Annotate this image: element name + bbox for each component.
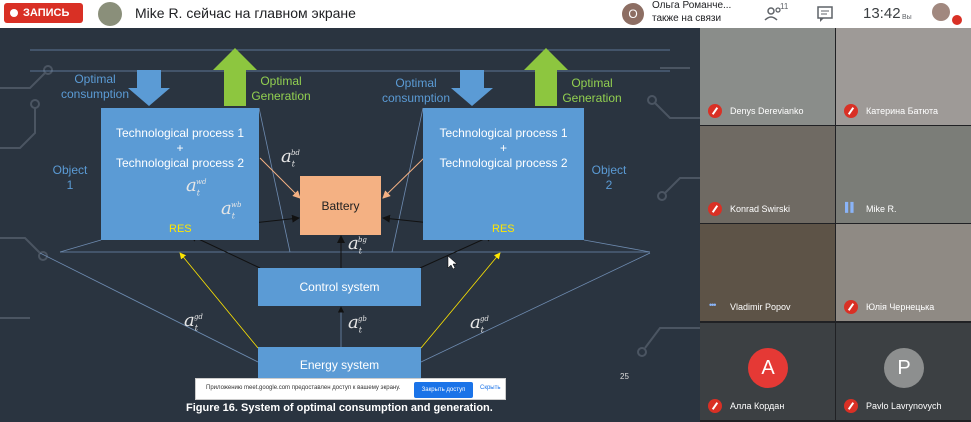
participants-grid: Denys Derevianko Катерина Батюта Konrad … <box>700 28 971 422</box>
figure-caption: Figure 16. System of optimal consumption… <box>186 402 493 414</box>
muted-icon <box>708 399 722 413</box>
coef-wd: atwd <box>186 175 207 198</box>
participant-tile[interactable]: Катерина Батюта <box>836 28 971 125</box>
energy-system-box: Energy system <box>258 347 421 383</box>
battery-box: Battery <box>300 176 381 235</box>
tech-process-1-label: Technological process 1 <box>439 126 568 140</box>
participant-name: Vladimir Popov <box>730 302 791 312</box>
participant-name: Pavlo Lavrynovych <box>866 401 942 411</box>
participant-name: Denys Derevianko <box>730 106 804 116</box>
join-notification: О Ольга Романче... также на связи <box>618 0 748 28</box>
self-muted-icon <box>952 15 962 25</box>
muted-icon <box>708 104 722 118</box>
participant-name: Юлія Чернецька <box>866 302 935 312</box>
speaking-indicator-icon: ▌▌ <box>845 202 857 212</box>
coef-bd: atbd <box>281 146 300 169</box>
record-label: ЗАПИСЬ <box>23 7 70 19</box>
top-bar: ЗАПИСЬ Mike R. сейчас на главном экране … <box>0 0 971 28</box>
muted-icon <box>844 399 858 413</box>
res-label: RES <box>492 223 515 235</box>
notification-name: Ольга Романче... <box>652 0 732 11</box>
self-label: Вы <box>902 14 912 21</box>
notification-status: также на связи <box>652 13 722 24</box>
muted-icon <box>844 104 858 118</box>
participant-name: Konrad Swirski <box>730 204 791 214</box>
participant-name: Mike R. <box>866 204 897 214</box>
record-indicator[interactable]: ЗАПИСЬ <box>4 3 83 23</box>
object-2-box: Technological process 1 + Technological … <box>423 108 584 240</box>
people-icon[interactable] <box>764 4 784 24</box>
control-system-box: Control system <box>258 268 421 306</box>
coef-bg: atbg <box>348 233 367 256</box>
self-avatar[interactable] <box>932 3 950 21</box>
record-dot-icon <box>10 9 18 17</box>
audio-dots-icon: ••• <box>709 300 717 310</box>
participant-tile[interactable]: P Pavlo Lavrynovych <box>836 323 971 420</box>
muted-icon <box>708 202 722 216</box>
participant-tile[interactable]: ▌▌ Mike R. <box>836 126 971 223</box>
coef-gd-right: atgd <box>470 312 489 335</box>
coef-wb: atwb <box>221 198 242 221</box>
tech-process-2-label: Technological process 2 <box>439 156 568 170</box>
share-notice-text: Приложению meet.google.com предоставлен … <box>206 385 401 391</box>
participant-tile[interactable]: Юлія Чернецька <box>836 224 971 321</box>
stop-sharing-button[interactable]: Закрыть доступ <box>414 382 473 398</box>
participant-name: Катерина Батюта <box>866 106 938 116</box>
notification-avatar: О <box>622 3 644 25</box>
object-1-box: Technological process 1 + Technological … <box>101 108 259 240</box>
hide-notice-button[interactable]: Скрыть <box>480 385 501 391</box>
plus-sign: + <box>499 141 507 155</box>
screen-share-notice: Приложению meet.google.com предоставлен … <box>195 378 506 400</box>
participant-name: Алла Кордан <box>730 401 785 411</box>
participant-avatar: А <box>748 348 788 388</box>
coef-gb: atgb <box>348 312 367 335</box>
muted-icon <box>844 300 858 314</box>
presenter-avatar <box>98 2 122 26</box>
coef-gd-left: atgd <box>184 310 203 333</box>
res-label: RES <box>169 223 192 235</box>
participant-tile[interactable]: Denys Derevianko <box>700 28 835 125</box>
clock: 13:42 <box>863 5 901 22</box>
meet-toolbar: 11 13:42 Вы <box>748 0 971 28</box>
tech-process-1-label: Technological process 1 <box>115 126 245 140</box>
participant-avatar: P <box>884 348 924 388</box>
participant-tile[interactable]: Konrad Swirski <box>700 126 835 223</box>
slide-diagram-lines <box>0 48 700 363</box>
slide-page-number: 25 <box>620 372 629 381</box>
people-count: 11 <box>780 2 789 11</box>
chat-icon[interactable] <box>815 4 835 24</box>
presenting-status-text: Mike R. сейчас на главном экране <box>135 5 356 21</box>
tech-process-2-label: Technological process 2 <box>115 156 245 170</box>
plus-sign: + <box>176 141 184 155</box>
participant-tile[interactable]: А Алла Кордан <box>700 323 835 420</box>
participant-tile[interactable]: ••• Vladimir Popov <box>700 224 835 321</box>
